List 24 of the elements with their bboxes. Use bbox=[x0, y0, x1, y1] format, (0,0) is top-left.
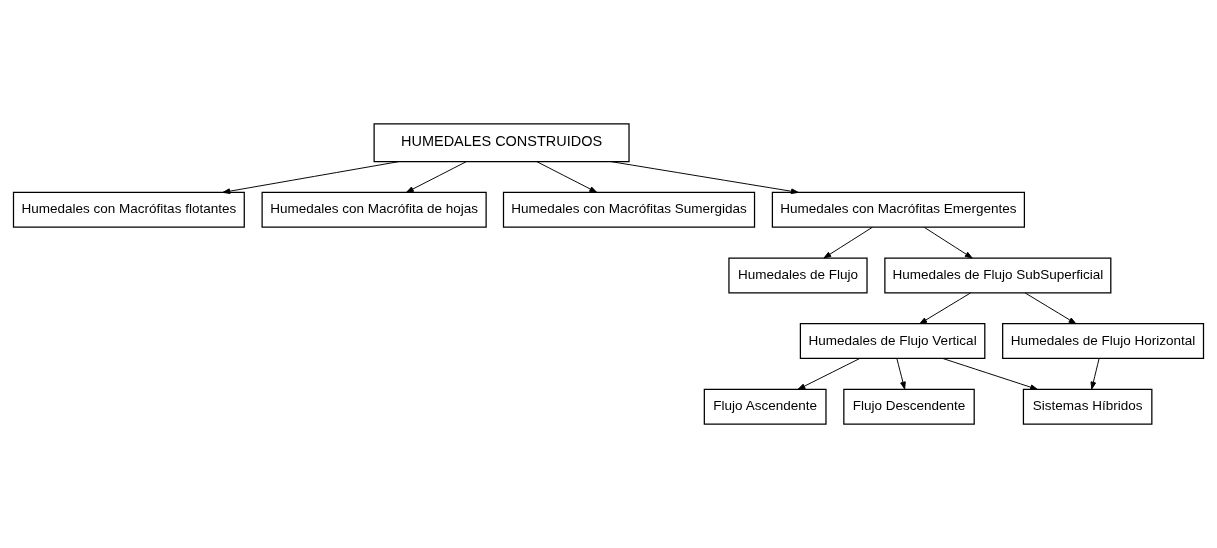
arrow bbox=[1090, 358, 1100, 390]
node-box: Humedales de Flujo Vertical bbox=[799, 323, 986, 360]
node-box: Humedales con Macrófita de hojas bbox=[261, 191, 487, 228]
arrow bbox=[942, 358, 1038, 390]
node-box: Humedales de Flujo Horizontal bbox=[1002, 323, 1205, 360]
node-box: Humedales con Macrófitas flotantes bbox=[12, 191, 245, 228]
node-box: Sistemas Híbridos bbox=[1022, 388, 1153, 425]
arrow bbox=[536, 161, 598, 193]
arrow bbox=[919, 292, 971, 325]
arrow bbox=[406, 161, 467, 193]
node-box: Humedales con Macrófitas Sumergidas bbox=[502, 191, 756, 228]
node-box: Humedales con Macrófitas Emergentes bbox=[771, 191, 1026, 228]
node-box: Flujo Ascendente bbox=[703, 388, 827, 425]
arrow bbox=[923, 226, 973, 259]
node-box: Flujo Descendente bbox=[843, 388, 975, 425]
node-box: Humedales de Flujo SubSuperficial bbox=[884, 257, 1112, 294]
arrow bbox=[823, 226, 873, 259]
arrow bbox=[797, 358, 860, 390]
node-box: Humedales de Flujo bbox=[728, 257, 868, 294]
arrow bbox=[610, 161, 799, 195]
arrow bbox=[896, 358, 906, 390]
node-box: HUMEDALES CONSTRUIDOS bbox=[373, 123, 630, 163]
arrow bbox=[222, 161, 400, 194]
arrow bbox=[1024, 292, 1077, 325]
